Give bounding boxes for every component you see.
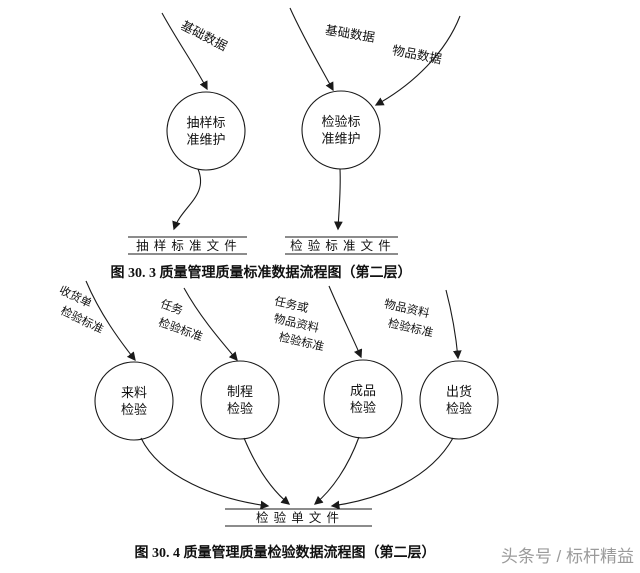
process-label-shipment-line1: 出货 (446, 384, 472, 399)
flow-label-receipt-line2: 检验标准 (58, 303, 105, 336)
process-label-process-line1: 制程 (227, 384, 253, 399)
process-circle-sampling-standard-maintenance (166, 91, 246, 171)
flow-label-item: 物品资料 检验标准 (383, 296, 435, 339)
flow-arrow-task-or-item-to-finished (328, 285, 363, 359)
process-label-incoming-line2: 检验 (121, 402, 147, 417)
store-sampling-file-label: 抽 样 标 准 文 件 (136, 238, 238, 253)
process-circle-shipment-inspection (419, 360, 499, 440)
flow-label-task-line1: 任务 (159, 296, 186, 317)
flow-label-task-or-item: 任务或 物品资料 检验标准 (272, 294, 325, 354)
process-circle-process-inspection (200, 360, 280, 440)
process-label-sampling-line2: 准维护 (186, 132, 225, 147)
flow-arrow-receipt-to-incoming (85, 280, 136, 362)
flow-label-task-or-item-line3: 检验标准 (277, 330, 325, 354)
flow-label-item-data: 物品数据 (391, 42, 443, 66)
flow-label-task-or-item-line1: 任务或 (273, 294, 310, 316)
flow-label-basic-data-mid: 基础数据 (324, 22, 376, 45)
figure-30-3: 基础数据 基础数据 物品数据 抽样标 准维护 检验标 准维护 抽 样 标 准 文… (111, 7, 461, 281)
figure-30-4: 收货单 检验标准 任务 检验标准 任务或 物品资料 检验标准 物品资料 检验标准… (57, 280, 499, 561)
flow-arrow-sampling-to-store (172, 168, 202, 231)
flow-arrow-basic-data-to-inspection (289, 7, 334, 92)
figure-30-4-caption: 图 30. 4 质量管理质量检验数据流程图（第二层） (135, 544, 436, 561)
flow-label-basic-data-left: 基础数据 (179, 18, 230, 54)
process-circle-incoming-inspection (94, 361, 174, 441)
flow-arrow-inspection-to-store (333, 168, 343, 231)
process-label-finished-line2: 检验 (350, 400, 376, 415)
flow-arrow-task-to-process (183, 287, 238, 362)
flow-label-task: 任务 检验标准 (157, 296, 205, 344)
process-label-shipment-line2: 检验 (446, 401, 472, 416)
store-inspection-order-file-label: 检 验 单 文 件 (256, 510, 340, 525)
flow-arrow-incoming-to-store (140, 437, 270, 510)
flow-arrow-process-to-store (243, 437, 291, 505)
process-label-inspection-line2: 准维护 (321, 131, 360, 146)
process-circle-finished-inspection (323, 359, 403, 439)
flow-arrow-item-data-to-inspection (374, 15, 461, 106)
figure-30-3-caption: 图 30. 3 质量管理质量标准数据流程图（第二层） (111, 264, 412, 281)
watermark-toutiao: 头条号 / 标杆精益 (501, 547, 634, 566)
process-label-inspection-line1: 检验标 (321, 114, 360, 129)
process-label-sampling-line1: 抽样标 (186, 115, 225, 130)
process-circle-inspection-standard-maintenance (301, 90, 381, 170)
flow-label-task-line2: 检验标准 (157, 315, 205, 344)
flow-arrow-finished-to-store (313, 436, 360, 505)
process-label-process-line2: 检验 (227, 401, 253, 416)
flow-arrow-item-to-shipment (445, 289, 462, 360)
flow-label-receipt: 收货单 检验标准 (57, 283, 106, 336)
process-label-incoming-line1: 来料 (121, 385, 147, 400)
flow-arrow-basic-data-to-sampling (161, 12, 208, 91)
process-label-finished-line1: 成品 (350, 383, 376, 398)
store-inspection-file-label: 检 验 标 准 文 件 (290, 238, 392, 253)
flow-arrow-shipment-to-store (330, 437, 454, 510)
